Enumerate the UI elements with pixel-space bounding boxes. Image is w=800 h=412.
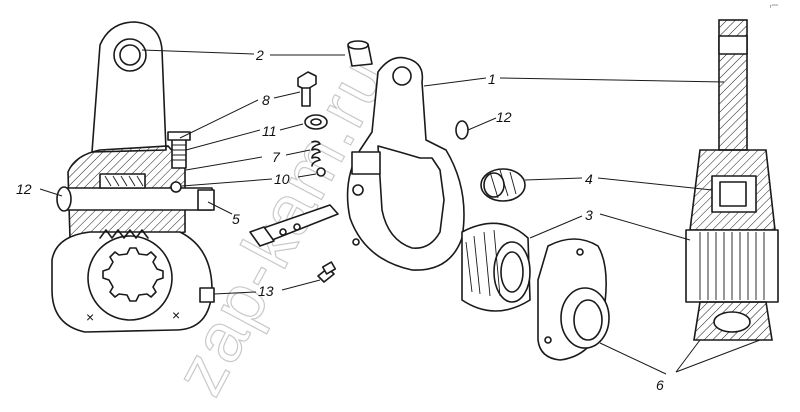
- callout-5: 5: [232, 211, 240, 227]
- washer-11: [304, 114, 328, 130]
- callout-12-left: 12: [16, 181, 32, 197]
- callout-7: 7: [272, 149, 281, 165]
- svg-text:×: ×: [172, 307, 180, 323]
- callout-8: 8: [262, 92, 270, 108]
- cover-plate: [537, 238, 610, 361]
- callout-4: 4: [585, 171, 593, 187]
- lever-body-1: [346, 56, 465, 271]
- callouts: 2 1 8 11 12 7 10 12 4 3 5 13 6: [16, 47, 664, 393]
- grease-fitting-13: [317, 261, 337, 283]
- callout-6: 6: [656, 377, 664, 393]
- worm-gear-4: [480, 168, 526, 202]
- spring-7: [311, 140, 321, 167]
- callout-10: 10: [274, 171, 290, 187]
- callout-1: 1: [488, 71, 496, 87]
- leader-lines: [39, 49, 761, 375]
- bolt-8: [297, 71, 317, 107]
- corner-mark: г°°°: [770, 4, 778, 10]
- section-view: [685, 19, 779, 341]
- callout-2: 2: [255, 47, 264, 63]
- svg-text:×: ×: [86, 309, 94, 325]
- callout-13: 13: [258, 283, 274, 299]
- ball-10: [316, 167, 326, 177]
- needle-bearing-3: [461, 222, 531, 312]
- callout-12-center: 12: [496, 109, 512, 125]
- lever-assembly-cutaway: × ×: [51, 21, 215, 333]
- bushing-2: [347, 40, 373, 67]
- worm-shaft-5: [249, 204, 339, 247]
- callout-11: 11: [262, 123, 277, 139]
- callout-3: 3: [585, 207, 593, 223]
- seal-12: [455, 120, 469, 140]
